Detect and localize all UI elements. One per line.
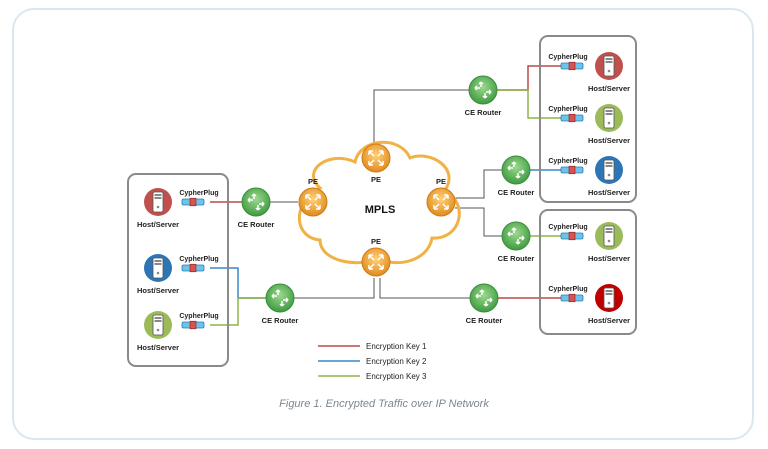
pe-label: PE	[371, 175, 381, 184]
cypherplug-label: CypherPlug	[179, 256, 218, 263]
host-label: Host/Server	[588, 136, 630, 145]
host-server-green-left[interactable]: Host/Server	[137, 311, 179, 352]
cypherplug-right-3[interactable]: CypherPlug	[548, 158, 588, 175]
host-group-top-right	[539, 35, 637, 203]
host-label: Host/Server	[137, 286, 179, 295]
mpls-cloud: MPLS	[297, 140, 461, 265]
pe-label: PE	[436, 177, 446, 186]
cypherplug-right-2[interactable]: CypherPlug	[548, 106, 588, 123]
pe-router-left[interactable]: PE	[298, 177, 328, 217]
link-key2-left-mid	[210, 267, 266, 299]
cypherplug-label: CypherPlug	[548, 224, 587, 231]
cypherplug-label: CypherPlug	[548, 158, 587, 165]
legend-label-key3: Encryption Key 3	[366, 372, 427, 381]
host-label: Host/Server	[588, 84, 630, 93]
legend-item-key1: Encryption Key 1	[318, 342, 427, 351]
cypherplug-left-2[interactable]: CypherPlug	[179, 256, 219, 273]
legend-label-key1: Encryption Key 1	[366, 342, 427, 351]
ce-router-label: CE Router	[466, 316, 503, 325]
ce-router-label: CE Router	[498, 254, 535, 263]
host-label: Host/Server	[137, 343, 179, 352]
pe-router-right[interactable]: PE	[426, 177, 456, 217]
ce-router-left-bottom[interactable]: CE Router	[262, 283, 299, 325]
diagram-card	[12, 8, 754, 440]
pe-label: PE	[308, 177, 318, 186]
link-pe-right-ce1	[455, 169, 502, 199]
legend-item-key3: Encryption Key 3	[318, 372, 427, 381]
cypherplug-label: CypherPlug	[548, 106, 587, 113]
link-key3-right-top	[497, 89, 562, 119]
cypherplug-label: CypherPlug	[179, 313, 218, 320]
host-server-red-right-2[interactable]: Host/Server	[588, 284, 630, 325]
legend-item-key2: Encryption Key 2	[318, 357, 427, 366]
host-label: Host/Server	[588, 188, 630, 197]
host-server-blue-left[interactable]: Host/Server	[137, 254, 179, 295]
pe-router-bottom[interactable]: PE	[361, 237, 391, 277]
cypherplug-label: CypherPlug	[179, 190, 218, 197]
ce-router-top-right[interactable]: CE Router	[465, 75, 502, 117]
host-group-left	[127, 173, 229, 367]
cypherplug-right-1[interactable]: CypherPlug	[548, 54, 588, 71]
host-label: Host/Server	[588, 316, 630, 325]
ce-router-right-1[interactable]: CE Router	[498, 155, 535, 197]
host-server-blue-right[interactable]: Host/Server	[588, 156, 630, 197]
cypherplug-label: CypherPlug	[548, 286, 587, 293]
pe-label: PE	[371, 237, 381, 246]
link-pe-top-ce	[373, 89, 469, 148]
host-server-green-right-2[interactable]: Host/Server	[588, 222, 630, 263]
cypherplug-label: CypherPlug	[548, 54, 587, 61]
host-server-red-left[interactable]: Host/Server	[137, 188, 179, 229]
link-ce-leftbottom-pe	[294, 278, 375, 299]
legend-label-key2: Encryption Key 2	[366, 357, 427, 366]
mpls-label: MPLS	[365, 204, 396, 216]
cypherplug-left-1[interactable]: CypherPlug	[179, 190, 219, 207]
link-pe-right-ce2	[455, 207, 502, 237]
pe-router-top[interactable]: PE	[361, 143, 391, 184]
ce-router-label: CE Router	[262, 316, 299, 325]
host-group-bottom-right	[539, 209, 637, 335]
link-pe-bottom-ce	[379, 278, 470, 299]
cypherplug-left-3[interactable]: CypherPlug	[179, 313, 219, 330]
link-key1-right-top	[497, 65, 562, 91]
host-server-green-right-1[interactable]: Host/Server	[588, 104, 630, 145]
cypherplug-right-5[interactable]: CypherPlug	[548, 286, 588, 303]
ce-router-left[interactable]: CE Router	[238, 187, 275, 229]
ce-router-label: CE Router	[465, 108, 502, 117]
host-server-red-right-1[interactable]: Host/Server	[588, 52, 630, 93]
figure-caption: Figure 1. Encrypted Traffic over IP Netw…	[279, 398, 489, 410]
cypherplug-right-4[interactable]: CypherPlug	[548, 224, 588, 241]
link-key3-left-bottom	[210, 297, 266, 326]
host-label: Host/Server	[588, 254, 630, 263]
ce-router-right-2[interactable]: CE Router	[498, 221, 535, 263]
ce-router-bottom-right[interactable]: CE Router	[466, 283, 503, 325]
ce-router-label: CE Router	[238, 220, 275, 229]
legend: Encryption Key 1 Encryption Key 2 Encryp…	[318, 342, 427, 381]
ce-router-label: CE Router	[498, 188, 535, 197]
host-label: Host/Server	[137, 220, 179, 229]
